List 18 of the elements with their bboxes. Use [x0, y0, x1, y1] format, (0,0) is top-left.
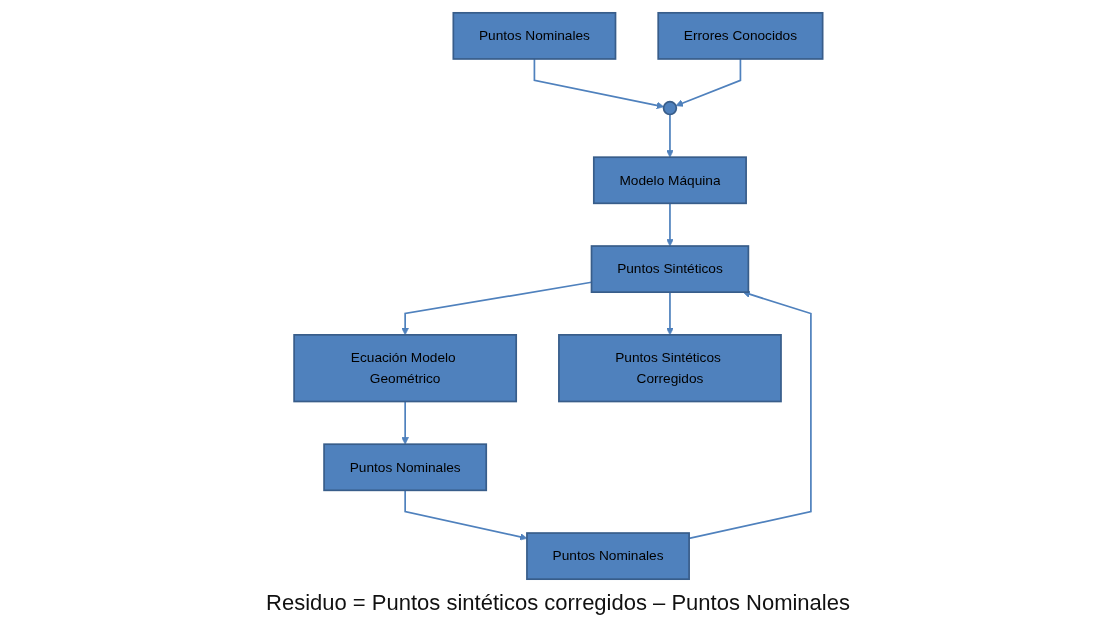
arrow	[533, 58, 664, 110]
node-box: Modelo Máquina	[592, 156, 747, 205]
arrow	[675, 58, 741, 107]
node-box: Puntos Sintéticos Corregidos	[557, 334, 782, 403]
arrow	[401, 281, 592, 336]
formula-note: Residuo = Puntos sintéticos corregidos – Puntos Nominales	[266, 590, 850, 616]
node-circle	[662, 100, 677, 116]
arrow	[403, 489, 527, 541]
node-box: Puntos Nominales	[525, 532, 690, 581]
node-box: Puntos Nominales	[452, 11, 616, 60]
arrow	[401, 400, 409, 445]
node-box: Puntos Sintéticos	[590, 245, 749, 293]
arrow	[665, 202, 674, 247]
node-box: Errores Conocidos	[656, 11, 824, 60]
node-box: Ecuación Modelo Geométrico	[292, 334, 517, 403]
node-box: Puntos Nominales	[322, 443, 487, 492]
arrow	[665, 113, 674, 158]
arrow	[665, 291, 674, 336]
